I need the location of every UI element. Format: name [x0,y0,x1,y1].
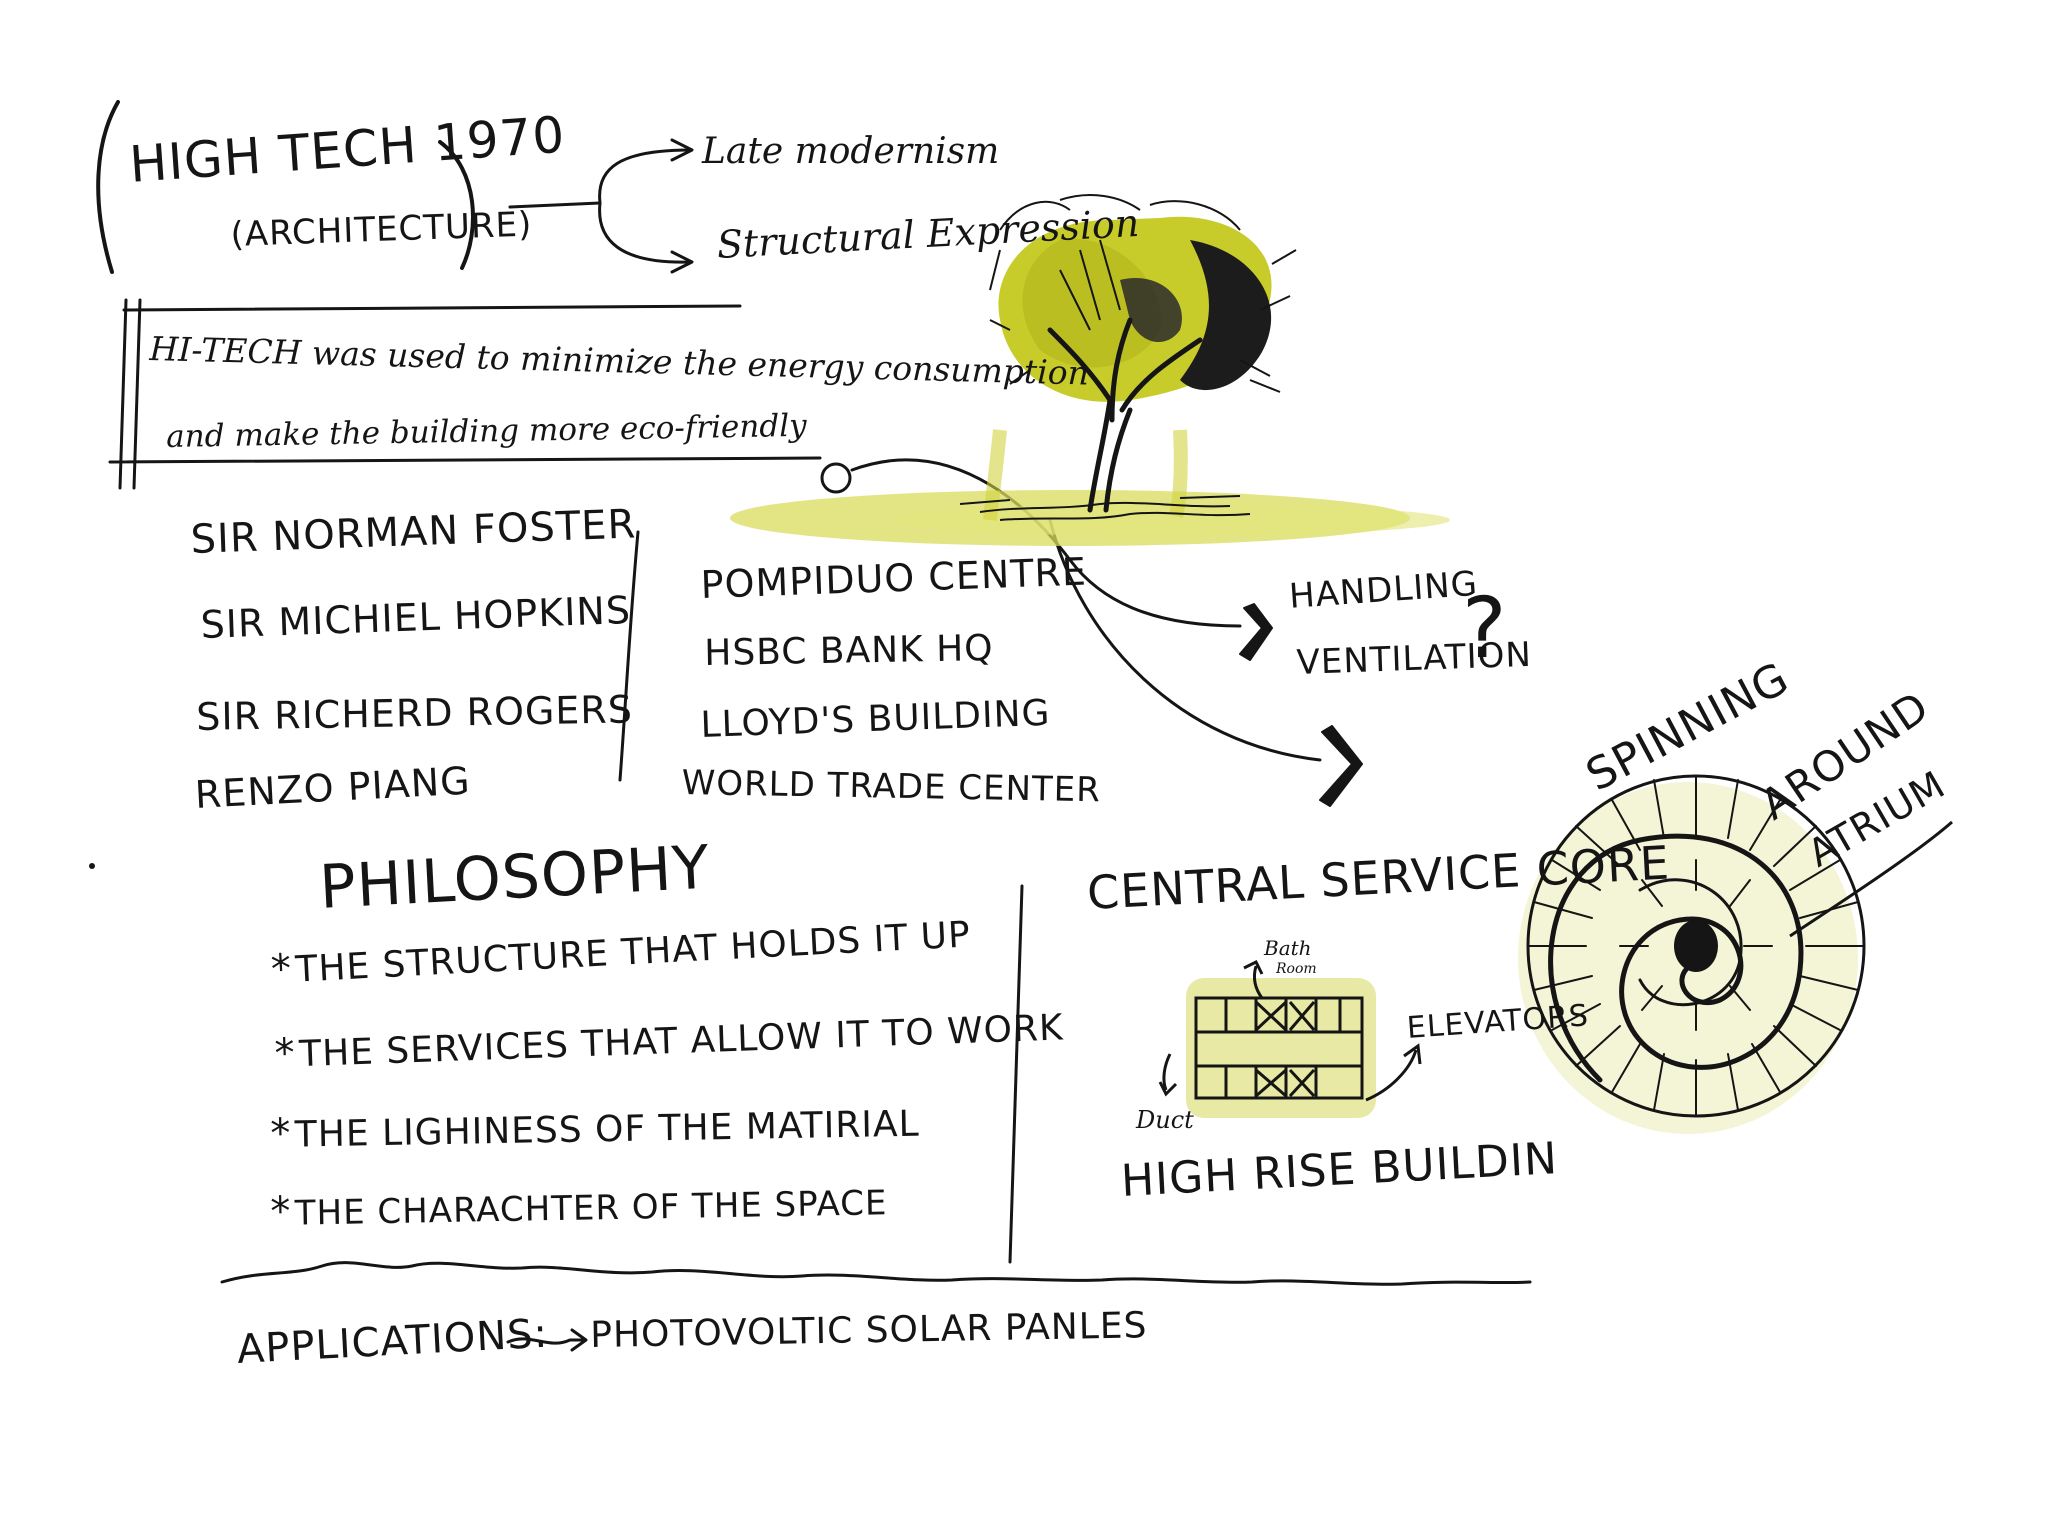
tree-arrows [820,458,1363,807]
column-divider [618,530,640,782]
atrium-underline [1789,820,1953,938]
ink-dot [89,863,95,869]
applications-arrow [506,1337,584,1345]
ventilation-question-mark: ? [1462,579,1507,677]
section-divider [1008,884,1024,1264]
building-name: HSBC BANK HQ [703,627,994,674]
intro-box [108,298,822,490]
tree-sketch [730,194,1450,546]
wavy-separator [220,1261,1532,1286]
duct-label: Duct [1136,1106,1194,1134]
applications-value: PHOTOVOLTIC SOLAR PANLES [589,1305,1148,1356]
title-sub: (ARCHITECTURE) [229,204,533,255]
bullet-star-icon: * [269,1110,291,1157]
bath-room-label-1: Bath [1264,936,1312,960]
bullet-star-icon: * [269,945,293,993]
bath-room-label-2: Room [1276,961,1317,977]
building-sketch [1158,959,1422,1118]
architect-name: SIR RICHERD ROGERS [195,687,634,739]
atrium-spiral [1518,774,1953,1134]
title-brackets [96,100,475,274]
branch-arrow [508,138,694,274]
bullet-star-icon: * [273,1030,296,1077]
branch-late-modernism: Late modernism [702,131,1000,172]
building-name: WORLD TRADE CENTER [681,763,1102,811]
bullet-star-icon: * [269,1188,291,1235]
